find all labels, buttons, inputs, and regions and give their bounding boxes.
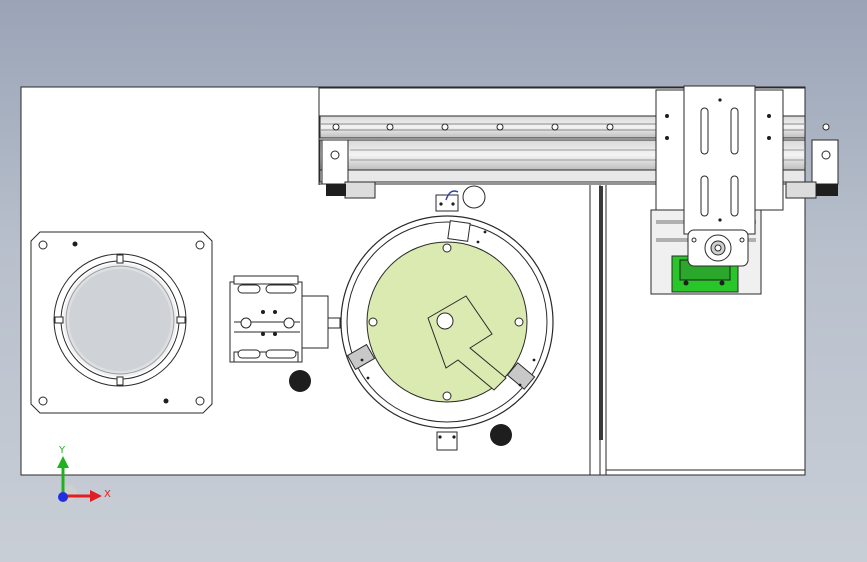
coordinate-triad: Y X <box>57 445 111 502</box>
rotary-disc-bolts <box>368 243 524 401</box>
rim-clamps <box>346 194 536 451</box>
flange-bolts <box>38 240 205 406</box>
rail-screws <box>332 123 830 131</box>
z-axis-dot <box>58 492 68 502</box>
y-axis-label: Y <box>58 445 66 456</box>
flange-notches <box>54 254 186 386</box>
flange-plate[interactable] <box>30 231 213 414</box>
rotary-table[interactable] <box>340 190 554 451</box>
gantry-carriage[interactable] <box>650 85 784 295</box>
x-axis-label: X <box>104 489 111 500</box>
mounting-holes <box>289 185 512 446</box>
pneumatic-slide[interactable] <box>229 275 341 363</box>
